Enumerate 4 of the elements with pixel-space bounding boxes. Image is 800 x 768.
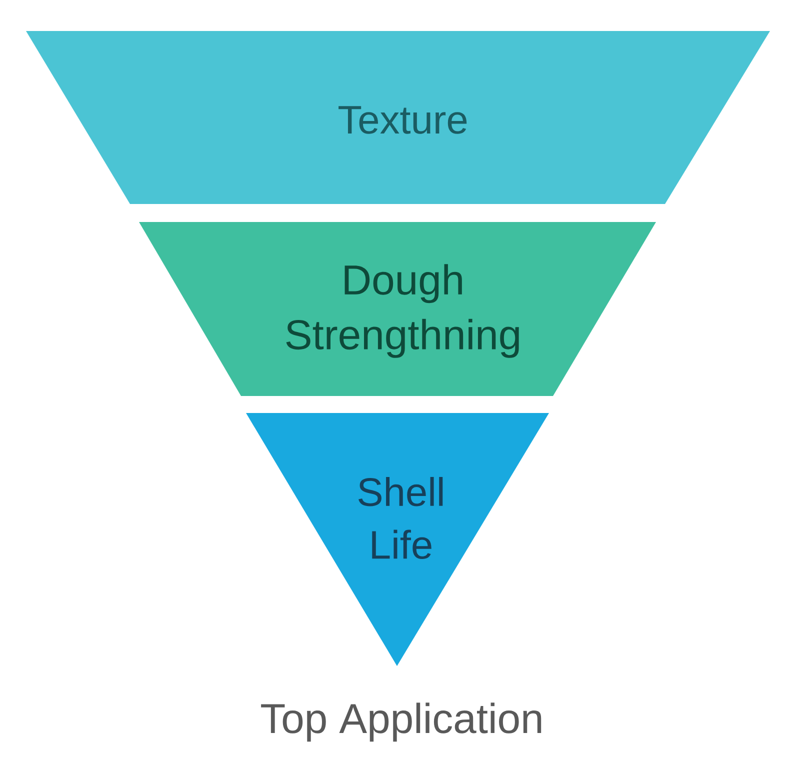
caption: Top Application: [261, 702, 542, 742]
funnel-segment: Texture: [26, 31, 770, 204]
funnel-tip: Shell Life: [246, 413, 549, 666]
funnel-segment: Dough Strengthning: [139, 222, 656, 396]
